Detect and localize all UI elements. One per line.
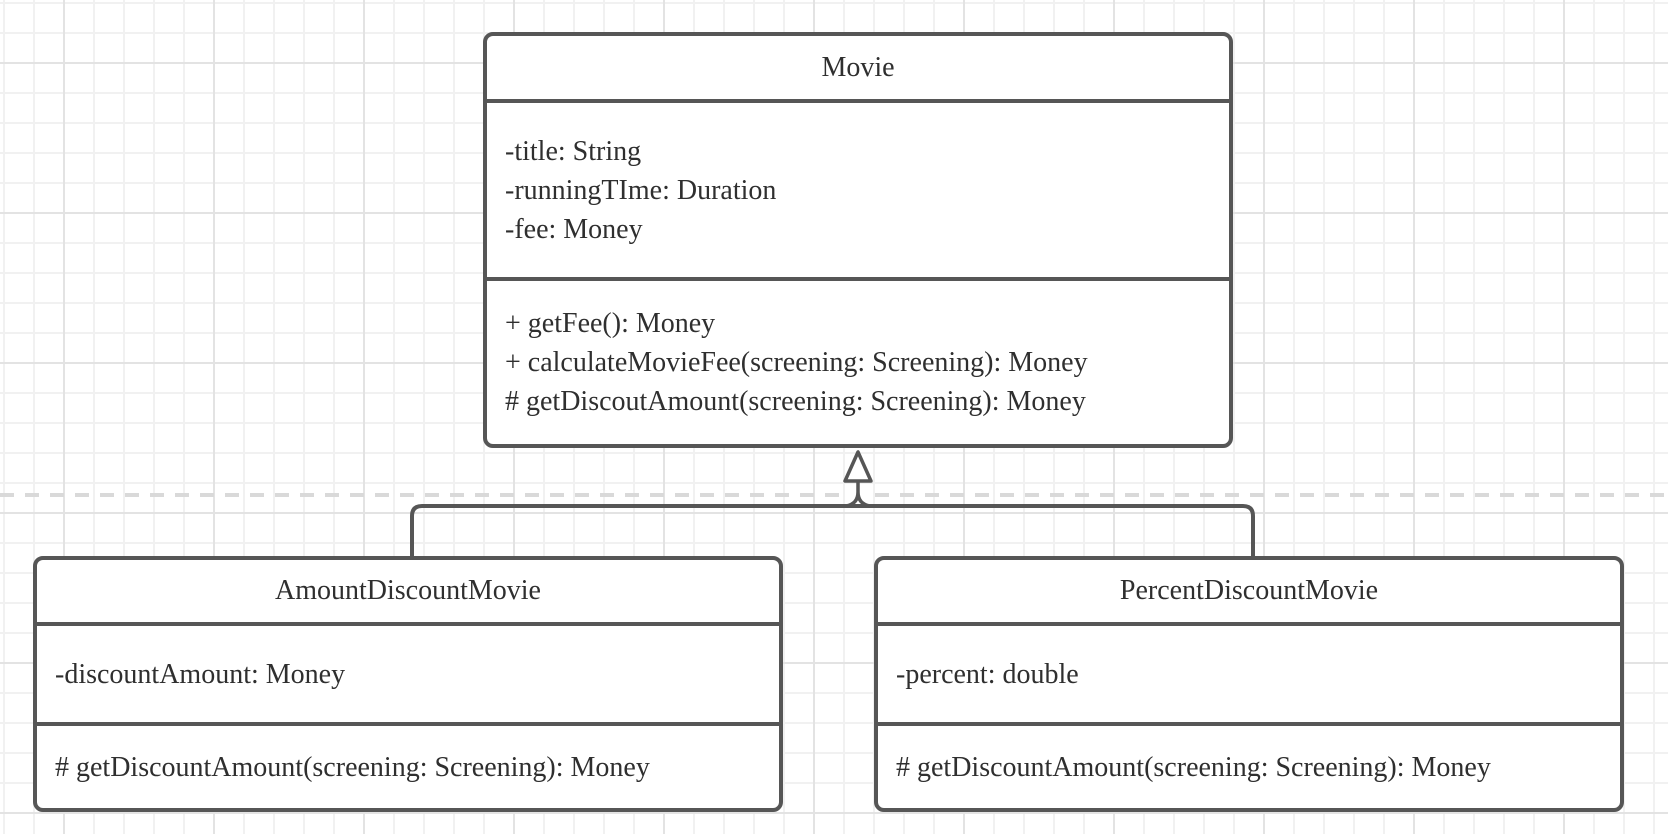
attribute-line: -fee: Money (505, 213, 643, 245)
methods-compartment-percent: # getDiscountAmount(screening: Screening… (878, 722, 1620, 808)
class-box-movie[interactable]: Movie -title: String -runningTIme: Durat… (483, 32, 1233, 448)
attributes-compartment-movie: -title: String -runningTIme: Duration -f… (487, 99, 1229, 277)
attributes-compartment-percent: -percent: double (878, 622, 1620, 722)
attribute-line: -discountAmount: Money (55, 658, 346, 690)
method-line: # getDiscountAmount(screening: Screening… (896, 751, 1491, 783)
class-title-amount-discount-movie: AmountDiscountMovie (37, 560, 779, 622)
class-title-movie: Movie (487, 36, 1229, 99)
inheritance-arrowhead-icon[interactable] (843, 450, 873, 483)
method-line: # getDiscountAmount(screening: Screening… (55, 751, 650, 783)
attribute-line: -runningTIme: Duration (505, 174, 777, 206)
method-line: + calculateMovieFee(screening: Screening… (505, 347, 1088, 378)
attribute-line: -percent: double (896, 658, 1079, 690)
class-title-percent-discount-movie: PercentDiscountMovie (878, 560, 1620, 622)
class-box-percent-discount-movie[interactable]: PercentDiscountMovie -percent: double # … (874, 556, 1624, 812)
class-title-text: PercentDiscountMovie (1119, 575, 1379, 606)
method-line: # getDiscoutAmount(screening: Screening)… (505, 386, 1086, 417)
method-line: + getFee(): Money (505, 308, 716, 339)
class-title-text: Movie (821, 51, 895, 83)
methods-compartment-amount: # getDiscountAmount(screening: Screening… (37, 722, 779, 808)
class-box-amount-discount-movie[interactable]: AmountDiscountMovie -discountAmount: Mon… (33, 556, 783, 812)
attributes-compartment-amount: -discountAmount: Money (37, 622, 779, 722)
inheritance-connector[interactable] (410, 504, 1255, 558)
inheritance-stem[interactable] (845, 480, 871, 508)
class-title-text: AmountDiscountMovie (275, 575, 541, 606)
methods-compartment-movie: + getFee(): Money + calculateMovieFee(sc… (487, 277, 1229, 444)
attribute-line: -title: String (505, 135, 642, 167)
